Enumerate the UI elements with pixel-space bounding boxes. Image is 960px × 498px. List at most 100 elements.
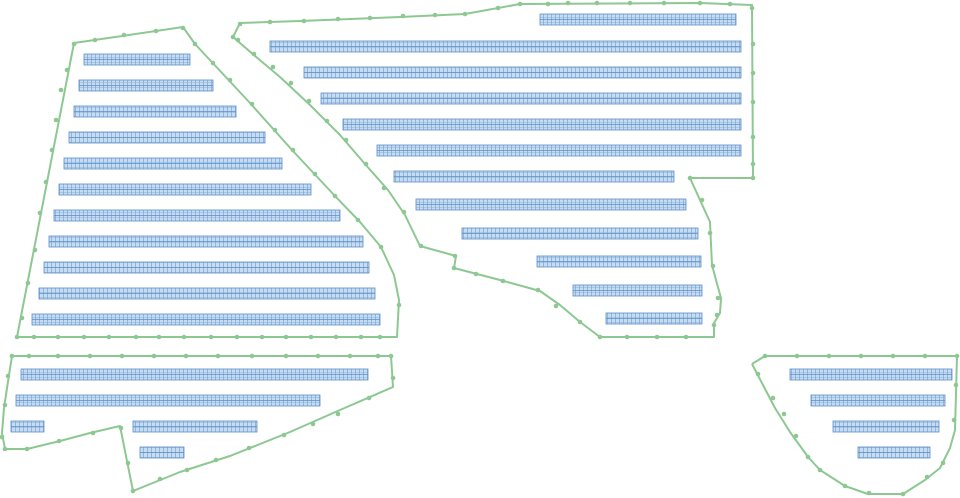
- panel-row: [43, 261, 370, 274]
- fence-post-icon: [288, 80, 294, 86]
- fence-post-icon: [31, 334, 37, 340]
- fence-post-icon: [517, 1, 523, 7]
- fence-post-icon: [377, 334, 383, 340]
- fence-post-icon: [627, 0, 633, 6]
- panel-row: [53, 209, 341, 222]
- panel-row: [78, 79, 214, 92]
- panel-row: [461, 227, 699, 240]
- panel-row: [63, 157, 283, 170]
- fence-post-icon: [315, 353, 321, 359]
- fence-post-icon: [714, 312, 720, 318]
- fence-post-icon: [324, 118, 330, 124]
- fence-post-icon: [49, 147, 55, 153]
- fence-post-icon: [246, 445, 252, 451]
- fence-post-icon: [367, 15, 373, 21]
- fence-post-icon: [9, 353, 15, 359]
- fence-post-icon: [805, 454, 811, 460]
- fence-post-icon: [954, 353, 960, 359]
- fence-post-icon: [153, 28, 159, 34]
- fence-post-icon: [53, 117, 59, 123]
- fence-post-icon: [43, 179, 49, 185]
- panel-row: [31, 313, 381, 326]
- fence-post-icon: [770, 395, 776, 401]
- panel-row: [536, 255, 702, 268]
- fence-post-icon: [750, 134, 756, 140]
- fence-post-icon: [401, 209, 407, 215]
- fence-post-icon: [301, 18, 307, 24]
- fence-post-icon: [597, 334, 603, 340]
- fence-area-north: [232, 2, 754, 338]
- panel-row: [83, 53, 191, 66]
- panel-row: [376, 144, 742, 157]
- fence-post-icon: [215, 353, 221, 359]
- fence-post-icon: [310, 421, 316, 427]
- fence-post-icon: [710, 263, 716, 269]
- fence-post-icon: [24, 446, 30, 452]
- panel-row: [68, 131, 266, 144]
- panel-layer: [10, 13, 953, 459]
- fence-post-icon: [267, 19, 273, 25]
- fence-post-icon: [121, 32, 127, 38]
- fence-post-icon: [793, 433, 799, 439]
- fence-post-icon: [594, 0, 600, 6]
- fence-post-icon: [0, 434, 5, 440]
- panel-row: [832, 420, 940, 433]
- fence-post-icon: [180, 25, 186, 31]
- fence-post-icon: [755, 371, 761, 377]
- fence-post-icon: [866, 490, 872, 496]
- fence-post-icon: [249, 101, 255, 107]
- panel-row: [132, 420, 258, 433]
- fence-post-icon: [237, 21, 243, 27]
- fence-post-icon: [335, 16, 341, 22]
- fence-post-icon: [432, 12, 438, 18]
- fence-post-icon: [19, 315, 25, 321]
- fence-post-icon: [184, 467, 190, 473]
- fence-post-icon: [697, 0, 703, 6]
- panel-row: [320, 92, 742, 105]
- fence-post-icon: [58, 87, 64, 93]
- fence-post-icon: [953, 382, 959, 388]
- fence-post-icon: [55, 353, 61, 359]
- fence-post-icon: [347, 353, 353, 359]
- fence-post-icon: [119, 353, 125, 359]
- fence-post-icon: [781, 411, 787, 417]
- fence-post-icon: [363, 161, 369, 167]
- fence-post-icon: [25, 280, 31, 286]
- fence-post-icon: [452, 253, 458, 259]
- fence-post-icon: [473, 271, 479, 277]
- fence-post-icon: [71, 41, 77, 47]
- fence-post-icon: [251, 51, 257, 57]
- fence-post-icon: [951, 417, 957, 423]
- fence-post-icon: [699, 197, 705, 203]
- fence-post-icon: [366, 395, 372, 401]
- fence-post-icon: [335, 411, 341, 417]
- fence-post-icon: [890, 353, 896, 359]
- fence-post-icon: [183, 353, 189, 359]
- fence-post-icon: [234, 334, 240, 340]
- fence-post-icon: [343, 137, 349, 143]
- fence-post-icon: [842, 483, 848, 489]
- fence-post-icon: [14, 334, 20, 340]
- fence-post-icon: [462, 11, 468, 17]
- fence-post-icon: [283, 334, 289, 340]
- fence-post-icon: [683, 334, 689, 340]
- fence-post-icon: [495, 5, 501, 11]
- fence-post-icon: [400, 13, 406, 19]
- fence-post-icon: [358, 334, 364, 340]
- fence-post-icon: [181, 334, 187, 340]
- fence-post-icon: [900, 491, 906, 497]
- fence-post-icon: [750, 161, 756, 167]
- fence-post-icon: [32, 247, 38, 253]
- fence-post-icon: [230, 34, 236, 40]
- fence-post-icon: [381, 185, 387, 191]
- fence-post-icon: [306, 98, 312, 104]
- fence-post-icon: [924, 474, 930, 480]
- fence-post-icon: [727, 1, 733, 7]
- fence-post-icon: [817, 467, 823, 473]
- fence-post-icon: [661, 0, 667, 6]
- panel-row: [48, 235, 364, 248]
- fence-post-icon: [26, 353, 32, 359]
- fence-post-icon: [624, 334, 630, 340]
- panel-row: [857, 446, 931, 459]
